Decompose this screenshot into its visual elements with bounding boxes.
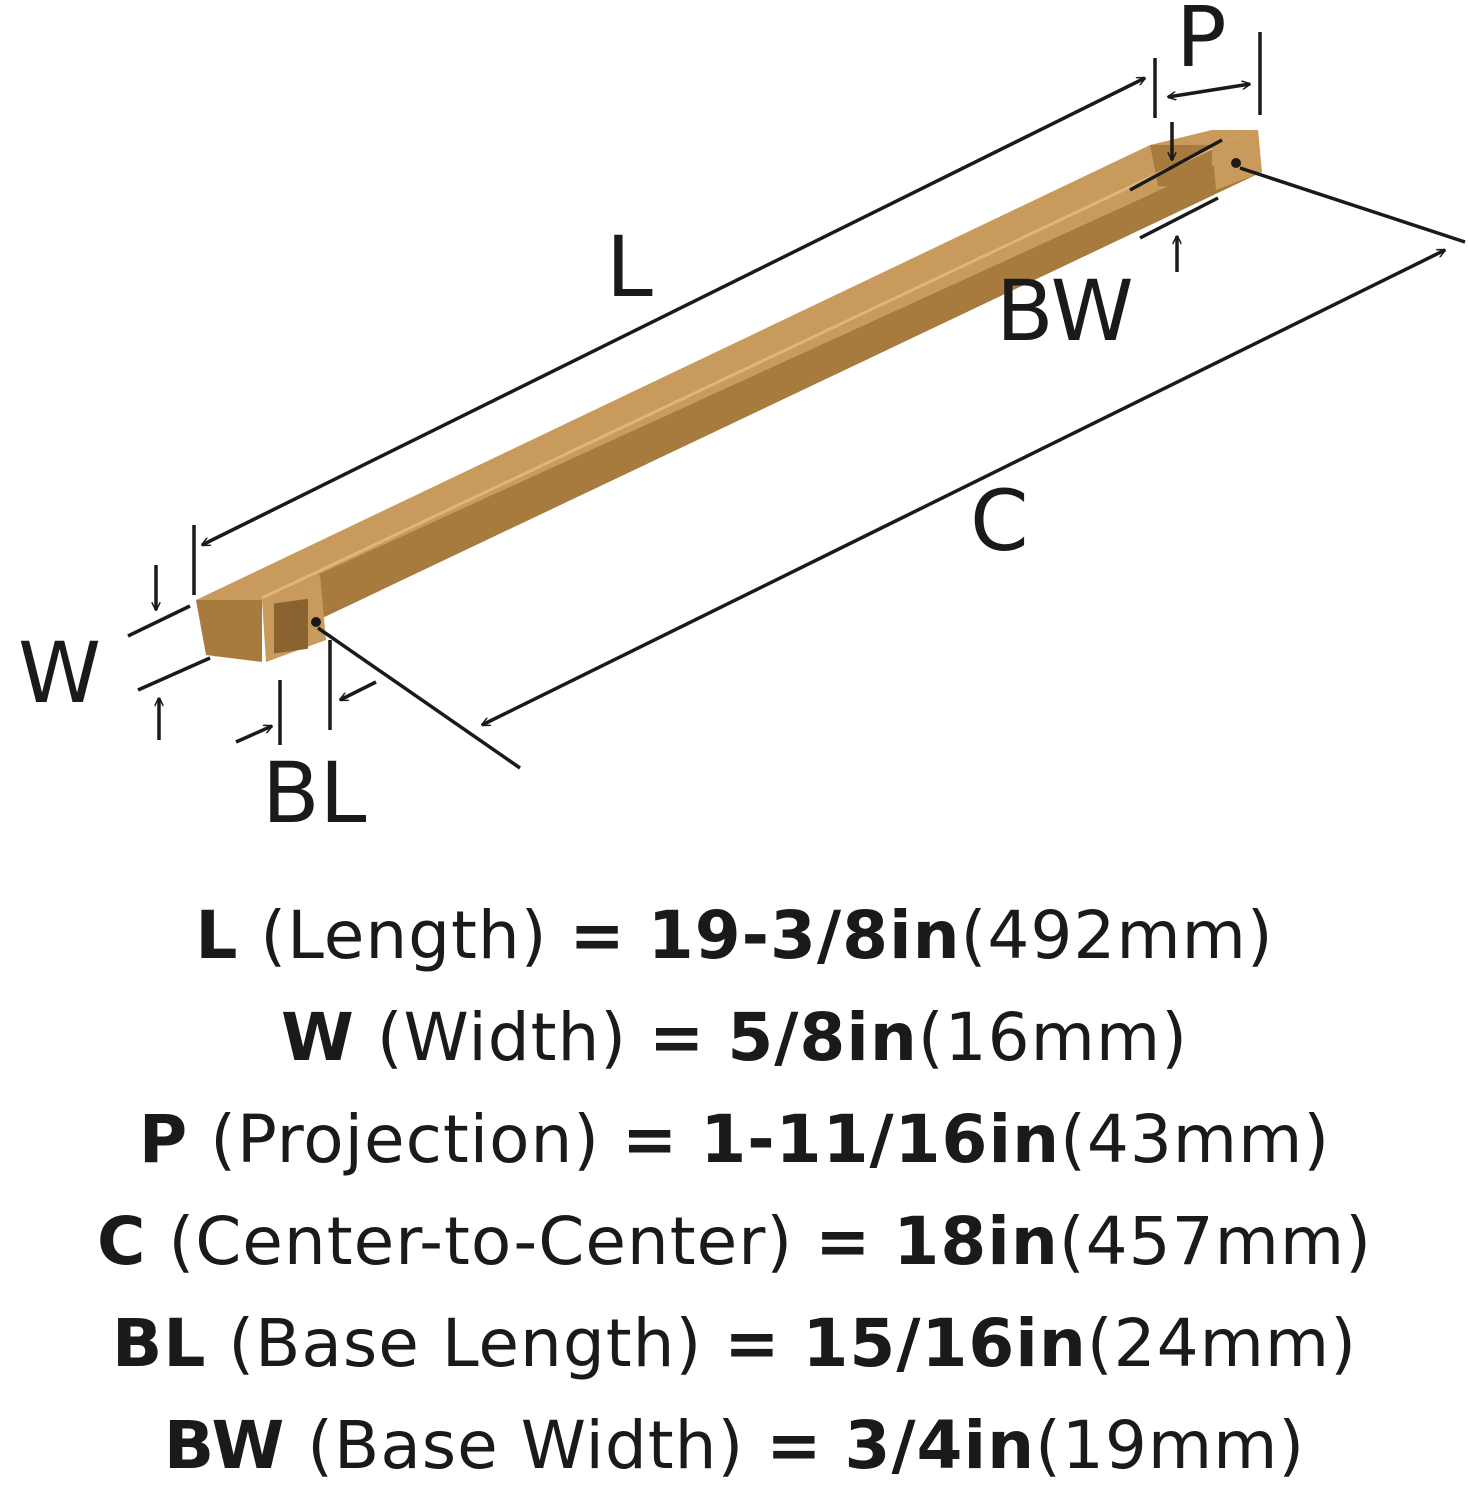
spec-code: C [97,1203,147,1280]
base-length-arrow-left [235,724,272,744]
bar-front-face [262,145,1262,640]
spec-code: BL [112,1305,207,1382]
spec-row-width: W (Width) = 5/8in(16mm) [0,987,1469,1089]
left-base-top [196,575,320,600]
left-screw-dot [311,617,321,627]
spec-name: (Width) [376,999,628,1076]
spec-code: L [195,897,239,974]
spec-row-center-to-center: C (Center-to-Center) = 18in(457mm) [0,1191,1469,1293]
bar-highlight-edge [261,146,1213,600]
spec-imperial: 15/16in [802,1305,1087,1382]
spec-code: P [138,1101,189,1178]
spec-equals: = [649,999,706,1076]
spec-imperial: 3/4in [844,1407,1036,1484]
spec-imperial: 5/8in [727,999,918,1076]
center-ext-right [1239,166,1466,244]
spec-imperial: 18in [893,1203,1059,1280]
spec-name: (Base Length) [228,1305,703,1382]
spec-equals: = [724,1305,781,1382]
label-L: L [606,218,653,316]
spec-row-base-length: BL (Base Length) = 15/16in(24mm) [0,1293,1469,1395]
spec-code: BW [163,1407,286,1484]
spec-metric: (19mm) [1035,1407,1306,1484]
spec-row-projection: P (Projection) = 1-11/16in(43mm) [0,1089,1469,1191]
width-ext-top [127,604,191,638]
spec-name: (Length) [260,897,548,974]
label-W: W [18,624,101,722]
spec-name: (Base Width) [307,1407,745,1484]
dimension-lines [127,32,1466,770]
spec-name: (Center-to-Center) [168,1203,794,1280]
label-P: P [1176,0,1227,86]
spec-code: W [281,999,355,1076]
spec-equals: = [622,1101,679,1178]
bar-top-face [196,145,1258,600]
projection-ext-bar [1129,138,1223,192]
left-base-hole [274,598,308,654]
spec-row-base-width: BW (Base Width) = 3/4in(19mm) [0,1395,1469,1497]
base-length-arrow-right [340,680,377,702]
spec-list: L (Length) = 19-3/8in(492mm) W (Width) =… [0,885,1469,1497]
label-BL: BL [262,744,367,842]
dimension-diagram: L P BW C W BL [18,0,1466,842]
right-base-top [1150,130,1258,145]
right-screw-dot [1231,158,1241,168]
width-ext-bottom [137,656,211,692]
spec-name: (Projection) [210,1101,601,1178]
spec-equals: = [815,1203,872,1280]
projection-dim-line [1168,84,1250,97]
spec-metric: (43mm) [1060,1101,1331,1178]
spec-equals: = [569,897,626,974]
spec-imperial: 19-3/8in [647,897,961,974]
label-C: C [970,472,1029,570]
spec-metric: (492mm) [960,897,1274,974]
center-ext-left [317,626,521,770]
left-base-side [196,600,262,662]
spec-metric: (16mm) [917,999,1188,1076]
label-BW: BW [996,262,1134,360]
spec-metric: (24mm) [1086,1305,1357,1382]
spec-equals: = [766,1407,823,1484]
spec-imperial: 1-11/16in [700,1101,1061,1178]
spec-metric: (457mm) [1058,1203,1372,1280]
spec-row-length: L (Length) = 19-3/8in(492mm) [0,885,1469,987]
center-dim-line [482,248,1445,727]
pull-bar-product [196,130,1262,662]
base-width-ext [1139,196,1219,240]
